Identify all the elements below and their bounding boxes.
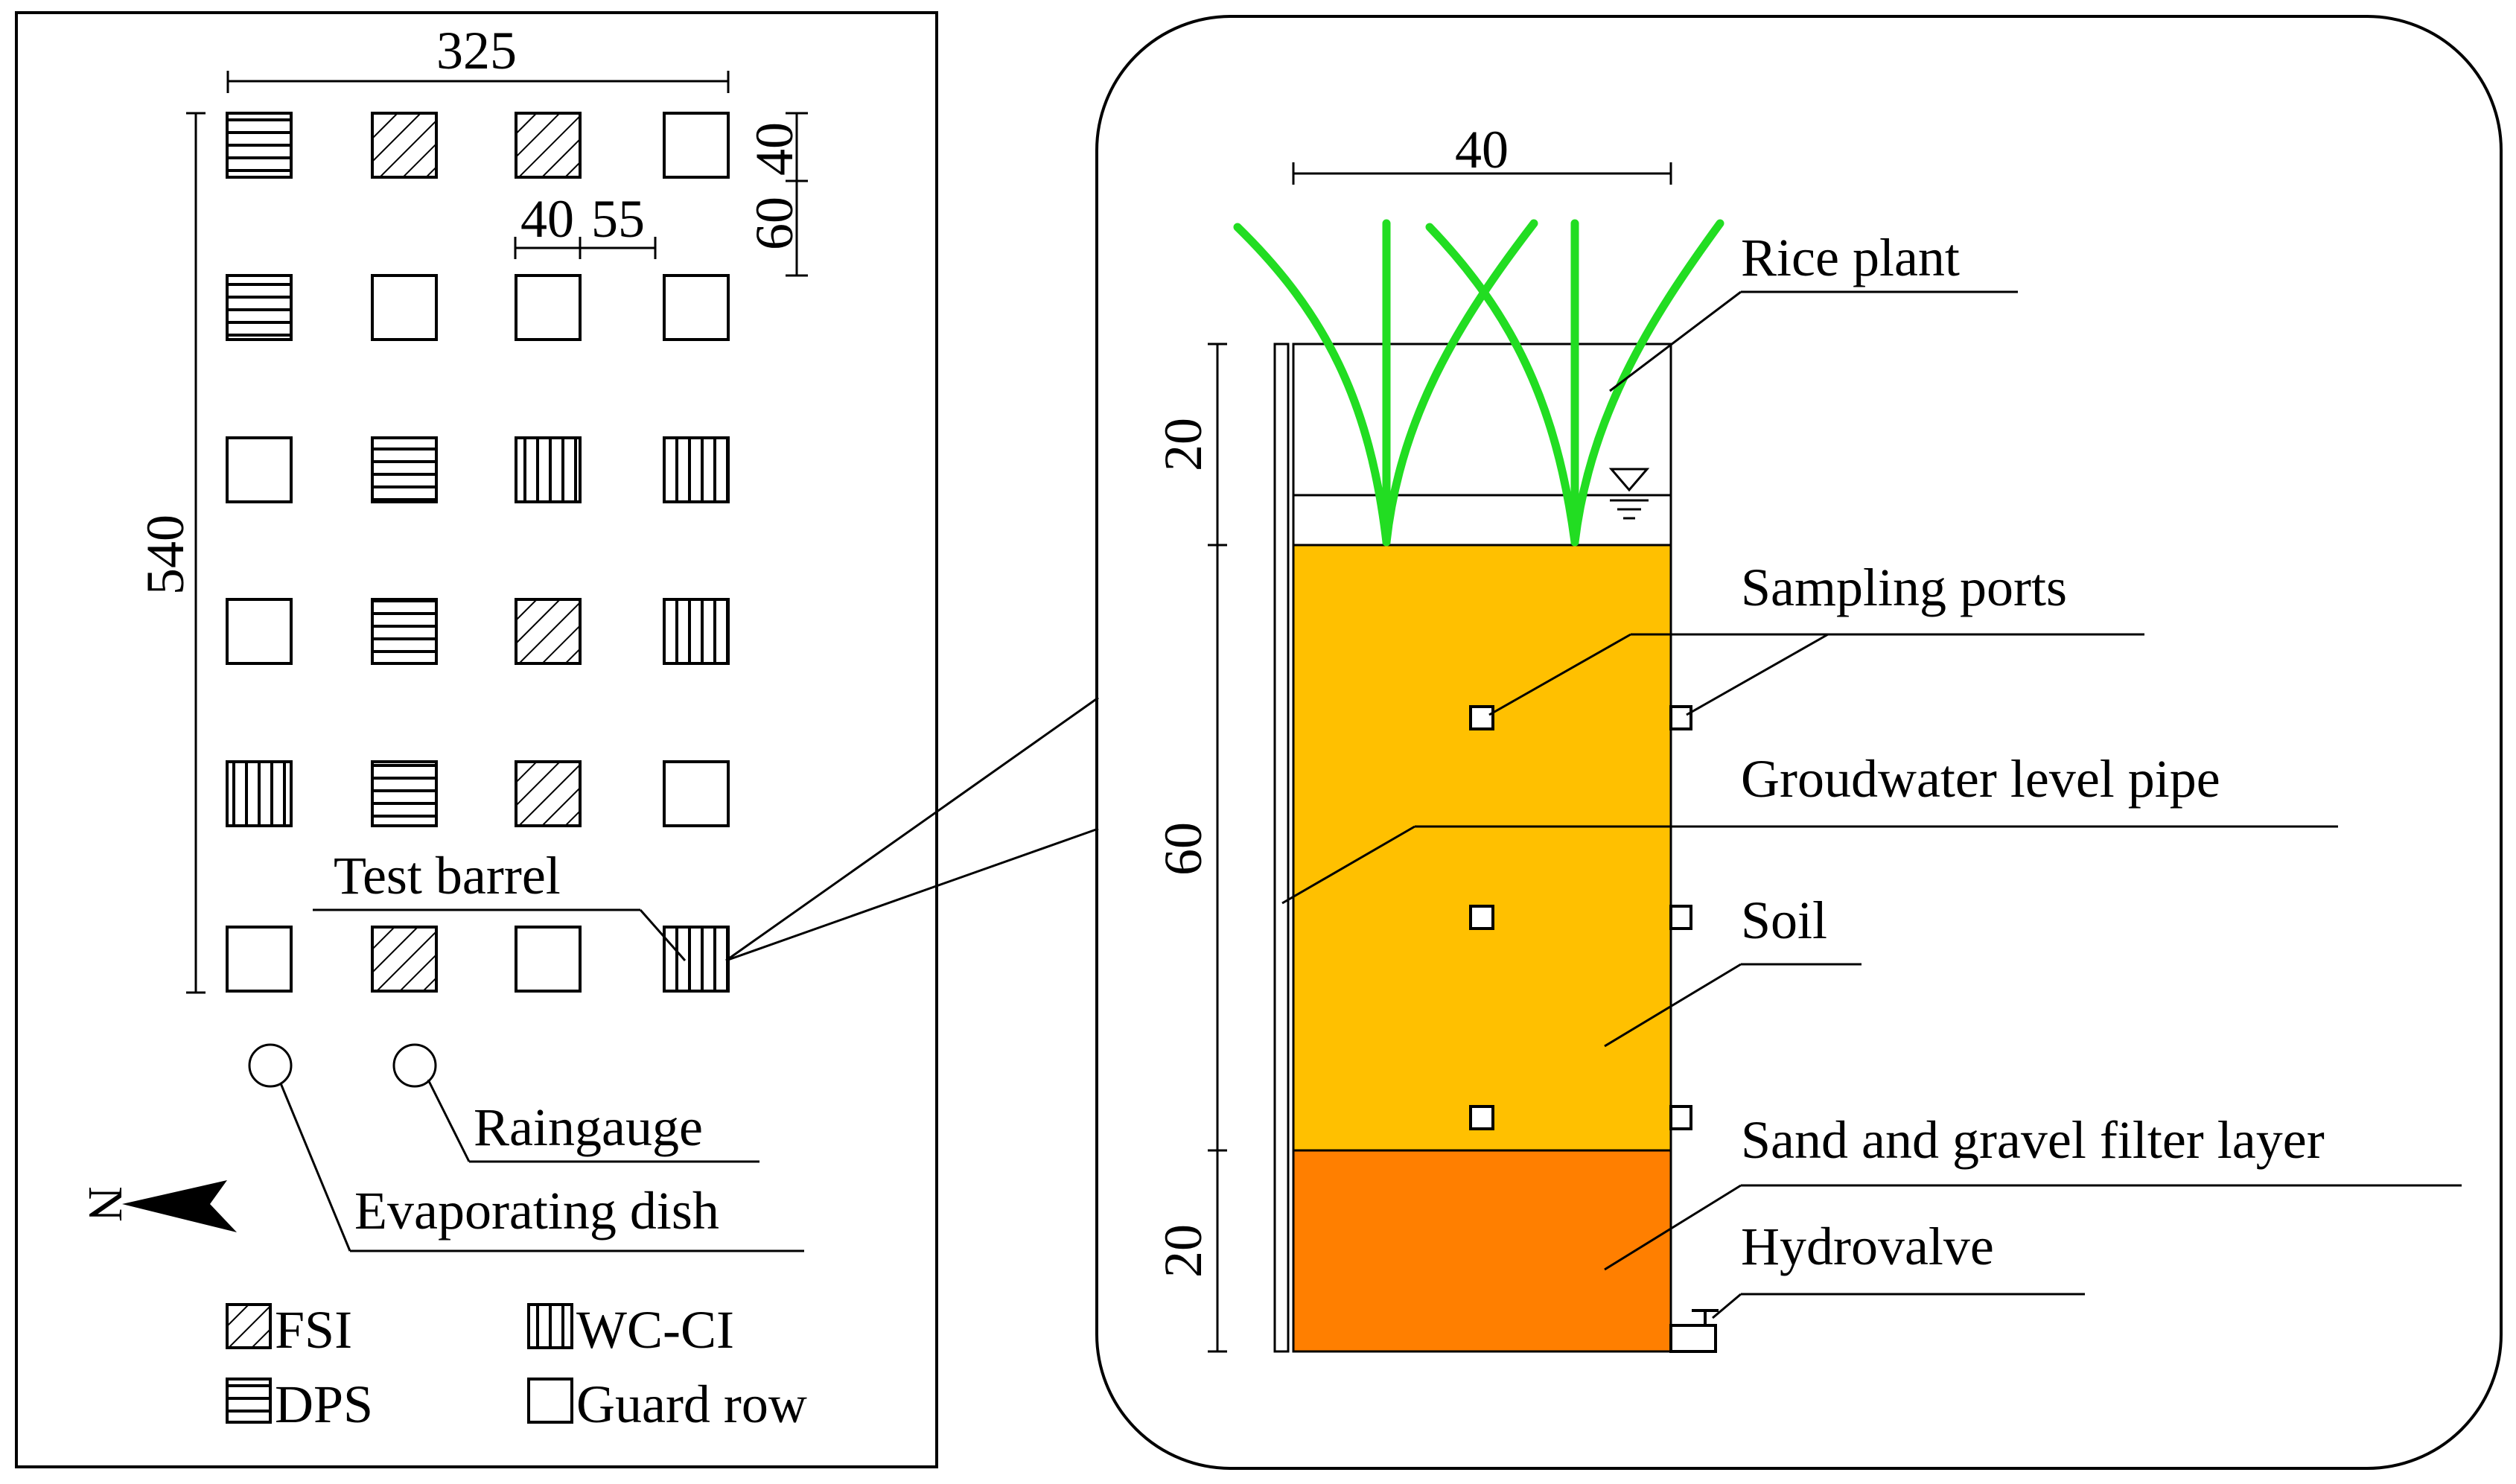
test-barrel-detail-panel: 40 20 60 20 [1095,15,2503,1470]
sampling-port [1669,905,1692,930]
spacing-label-b: 55 [591,189,645,249]
height-dimension [186,112,206,994]
soil-layer [1292,544,1672,1152]
height-dimension-label: 540 [136,515,195,595]
test-barrel-leader [639,909,687,961]
filter-layer-label: Sand and gravel filter layer [1741,1110,2325,1170]
plot-fsi [515,760,582,827]
soil-label: Soil [1741,891,1827,950]
plot-wc-ci [663,598,730,665]
north-label: N [78,1186,133,1222]
plot-wc-ci [515,436,582,503]
sampling-ports [1469,705,1692,1130]
layout-panel-border [15,11,938,1468]
plot-guard-row [226,926,293,993]
middle-depth-label: 60 [1153,822,1213,876]
raingauge-icon [392,1043,437,1088]
plot-wc-ci [226,760,293,827]
plot-fsi [515,112,582,179]
legend-swatch-dps [226,1378,272,1424]
hydrovalve-leader [1712,1293,1742,1319]
width-dimension [226,71,730,93]
sampling-port [1669,705,1692,730]
plot-guard-row [371,274,438,341]
soil-leader [1604,963,1742,1048]
plot-fsi [371,926,438,993]
spacing-dimension [514,237,657,259]
water-level-icon [1608,468,1650,520]
legend: FSI WC-CI DPS Guard row [226,1300,807,1434]
rice-plant-icon [1233,219,1724,547]
filter-layer [1292,1149,1672,1353]
sampling-ports-label: Sampling ports [1741,558,2067,617]
callout-line-upper [725,696,1099,962]
spacing-label-a: 40 [520,189,574,249]
width-dimension-label: 325 [436,21,517,80]
sampling-ports-leader-inner [1488,633,1631,716]
sampling-ports-leader-outer [1686,633,1829,716]
hydrovalve-icon [1669,1309,1719,1353]
plot-dps [226,274,293,341]
plot-grid [226,112,730,993]
sampling-port [1469,1105,1494,1130]
right-labels: Rice plant Sampling ports Groudwater lev… [1281,228,2462,1319]
row-pitch-dimension [786,112,808,277]
barrel-depth-dimension [1208,343,1227,1353]
plot-guard-row [515,274,582,341]
sampling-port [1469,705,1494,730]
plot-fsi [515,598,582,665]
sampling-port [1469,905,1494,930]
north-arrow-icon: N [78,1180,237,1232]
field-layout-panel: 325 540 40 60 40 55 Test barrel [15,11,1099,1468]
rice-plant-label: Rice plant [1741,228,1960,287]
bottom-depth-label: 20 [1153,1224,1213,1278]
plot-guard-row [226,436,293,503]
groundwater-level-pipe [1273,343,1290,1353]
barrel-width-dimension [1292,162,1672,185]
hydrovalve-label: Hydrovalve [1741,1217,1994,1276]
plot-guard-row [663,112,730,179]
legend-label-guard-row: Guard row [576,1375,807,1434]
plot-fsi [371,112,438,179]
legend-label-dps: DPS [275,1375,373,1434]
sampling-port [1669,1105,1692,1130]
groundwater-pipe-leader [1281,825,1415,905]
plot-dps [371,598,438,665]
top-depth-label: 20 [1153,418,1213,471]
plot-dps [371,436,438,503]
legend-swatch-wc-ci [527,1303,573,1349]
raingauge-leader [427,1079,471,1162]
legend-label-wc-ci: WC-CI [576,1300,734,1360]
plot-wc-ci [663,436,730,503]
legend-swatch-guard-row [527,1378,573,1424]
legend-swatch-fsi [226,1303,272,1349]
evaporating-dish-label: Evaporating dish [354,1181,719,1241]
plot-guard-row [663,274,730,341]
barrel-top-section [1292,343,1672,547]
callout-line-lower [725,827,1099,962]
plot-guard-row [226,598,293,665]
rice-plant-leader [1609,290,1742,392]
plot-wc-ci [663,926,730,993]
row-pitch-label: 60 [745,197,804,250]
barrel-width-label: 40 [1455,120,1509,179]
groundwater-pipe-label: Groudwater level pipe [1741,749,2220,809]
plot-guard-row [663,760,730,827]
evaporating-dish-icon [248,1043,293,1088]
raingauge-label: Raingauge [474,1098,703,1157]
filter-layer-leader [1604,1184,1742,1271]
test-barrel-label: Test barrel [334,846,561,905]
evaporating-dish-leader [279,1083,351,1252]
plot-guard-row [515,926,582,993]
plot-dps [371,760,438,827]
plot-size-label: 40 [745,122,804,176]
legend-label-fsi: FSI [275,1300,352,1360]
detail-panel-border [1095,15,2503,1470]
plot-dps [226,112,293,179]
